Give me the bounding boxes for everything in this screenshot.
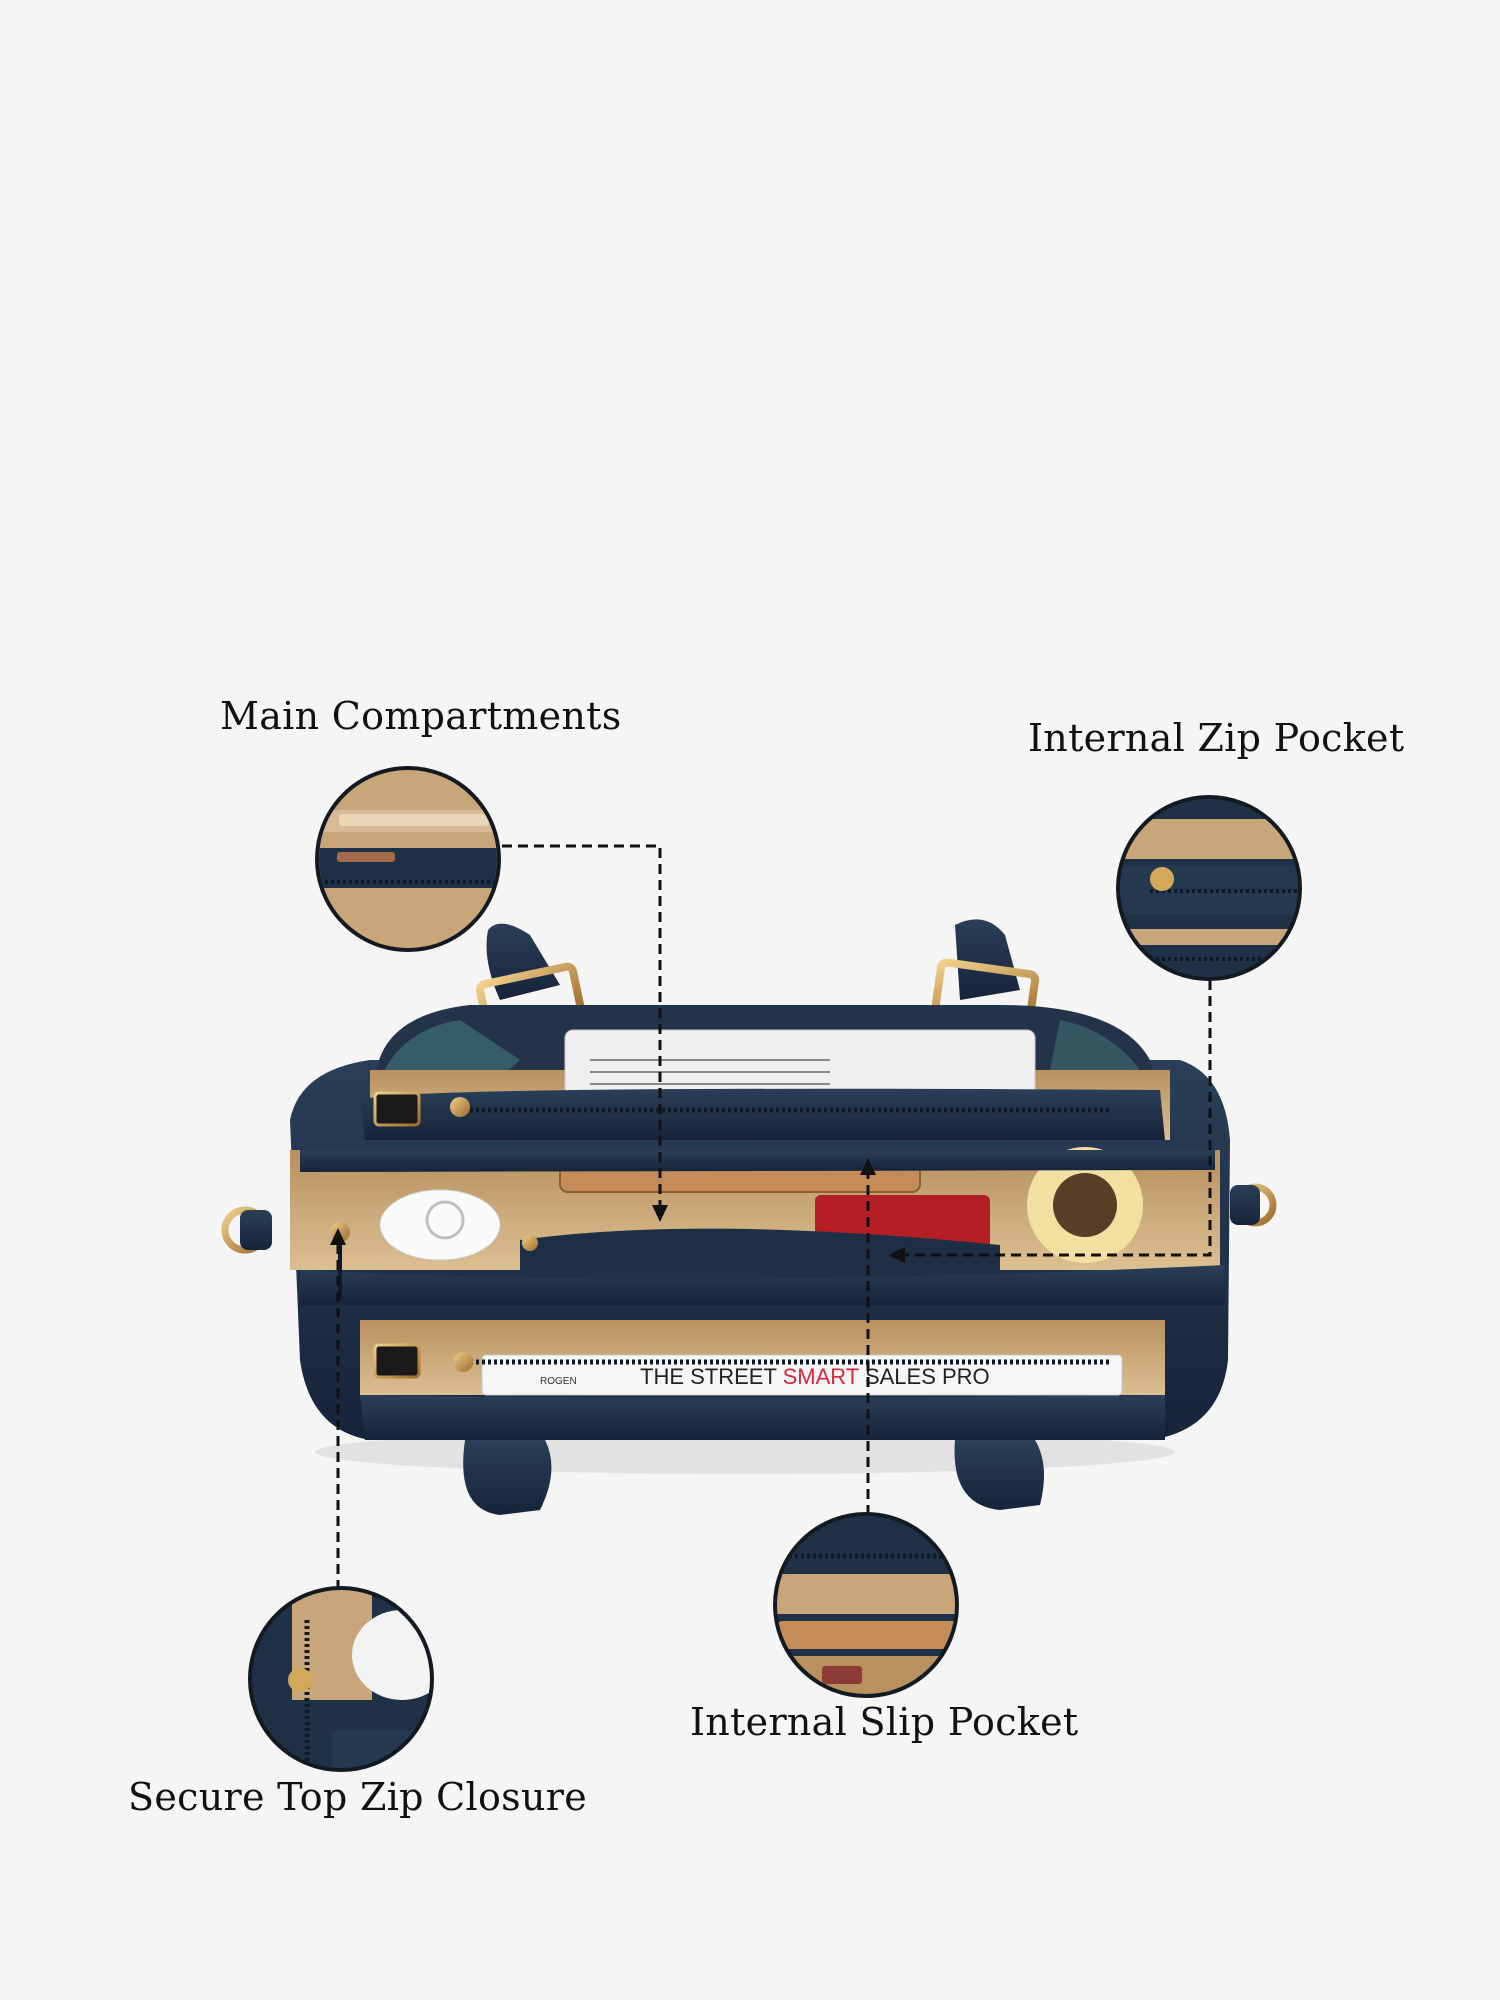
internal-slip-pocket-label: Internal Slip Pocket xyxy=(690,1700,1079,1744)
leader-zip xyxy=(900,980,1212,1257)
bottom-compartment-flap xyxy=(360,1395,1165,1440)
main-compartments-detail xyxy=(319,770,497,948)
compact-logo xyxy=(425,1200,465,1240)
bottom-right-handle-tab xyxy=(954,1440,1044,1510)
top-zipper-pull xyxy=(373,1091,421,1127)
internal-slip-pocket-callout xyxy=(773,1512,959,1698)
book-author: ROGEN xyxy=(540,1376,577,1387)
internal-zip-pocket-label: Internal Zip Pocket xyxy=(1028,716,1405,760)
top-compartment-flap xyxy=(360,1088,1165,1140)
jar-lid xyxy=(1053,1173,1117,1237)
device-text-lines xyxy=(590,1059,830,1085)
middle-divider-bottom xyxy=(300,1265,1225,1305)
bottom-left-handle-tab xyxy=(463,1440,552,1515)
right-side-tab xyxy=(1230,1185,1260,1225)
secure-top-zip-closure-detail xyxy=(252,1590,430,1768)
bottom-zipper-pull xyxy=(373,1343,421,1379)
secure-top-zip-closure-label: Secure Top Zip Closure xyxy=(128,1775,587,1819)
top-right-handle-tab xyxy=(955,919,1020,1000)
leader-arrowheads xyxy=(330,1158,905,1263)
main-compartments-label: Main Compartments xyxy=(220,694,622,738)
leader-lines xyxy=(336,844,1212,1590)
leader-main xyxy=(502,844,662,1210)
internal-zip-pocket-detail xyxy=(1120,799,1298,977)
internal-slip-pocket-detail xyxy=(777,1516,955,1694)
secure-top-zip-closure-callout xyxy=(248,1586,434,1772)
book xyxy=(481,1354,1123,1396)
book-title: THE STREET SMART SALES PRO xyxy=(640,1364,990,1389)
inner-zip-slider xyxy=(522,1235,538,1251)
middle-divider-top xyxy=(300,1150,1215,1172)
slip-pocket-flap xyxy=(520,1228,1000,1270)
main-compartments-callout xyxy=(315,766,501,952)
white-compact xyxy=(379,1189,501,1261)
bottom-zipper-slider xyxy=(453,1352,473,1372)
left-side-tab xyxy=(240,1210,272,1250)
top-left-handle-tab xyxy=(486,923,560,1000)
top-zipper-slider xyxy=(450,1097,470,1117)
internal-zip-pocket-callout xyxy=(1116,795,1302,981)
